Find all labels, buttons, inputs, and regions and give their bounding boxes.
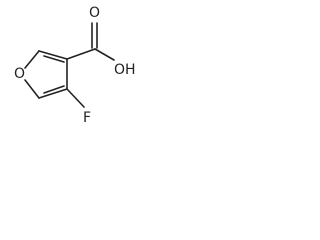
molecule-diagram: O O OH F <box>14 5 136 126</box>
bond-c5-o1 <box>24 79 40 99</box>
atom-label-carbonyl-oxygen: O <box>89 5 100 21</box>
atom-label-ring-oxygen: O <box>14 66 25 82</box>
bond-c4-c5-inner <box>43 85 65 94</box>
atom-label-hydroxyl: OH <box>114 62 136 78</box>
bond-c-oh <box>94 48 115 61</box>
bond-c4-f <box>66 88 85 108</box>
atom-label-fluorine: F <box>83 110 91 126</box>
bond-c3-carboxyl <box>66 48 96 60</box>
structure-canvas: O O OH F <box>0 0 158 144</box>
bond-o1-c2 <box>24 50 40 69</box>
bond-c4-c5 <box>38 88 68 99</box>
bond-c2-c3-inner <box>43 55 65 63</box>
bond-c2-c3 <box>38 50 68 60</box>
